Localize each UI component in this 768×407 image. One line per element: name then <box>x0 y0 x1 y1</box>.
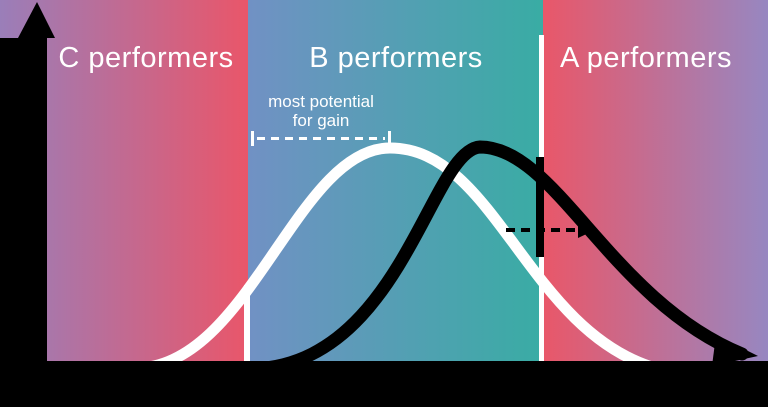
white-bell-curve <box>134 142 661 374</box>
black-bell-curve <box>241 140 749 376</box>
y-axis-arrowhead-icon <box>18 2 55 38</box>
zone-a-label: A performers <box>560 42 732 74</box>
shift-right-arrow-icon <box>506 222 596 238</box>
annotation-line-1: most potential <box>268 92 374 111</box>
span-dashed-line <box>257 137 385 140</box>
potential-gain-span <box>251 131 391 146</box>
y-axis-line <box>0 38 47 407</box>
shift-arrowhead <box>578 222 595 238</box>
zone-bands <box>0 0 768 361</box>
zone-b-band <box>248 0 543 361</box>
cb-boundary-line <box>244 285 250 361</box>
zone-b-label: B performers <box>309 42 483 74</box>
annotation-line-2: for gain <box>292 111 350 130</box>
span-right-tick <box>388 131 391 146</box>
potential-gain-annotation: most potential for gain <box>268 92 374 130</box>
shift-arrow-dashes <box>506 228 578 232</box>
x-axis-bar <box>0 361 768 407</box>
ba-boundary-black-segment <box>536 157 544 257</box>
span-left-tick <box>251 131 254 146</box>
black-curve-arrowhead-icon <box>712 335 758 366</box>
zone-c-label: C performers <box>58 42 234 74</box>
